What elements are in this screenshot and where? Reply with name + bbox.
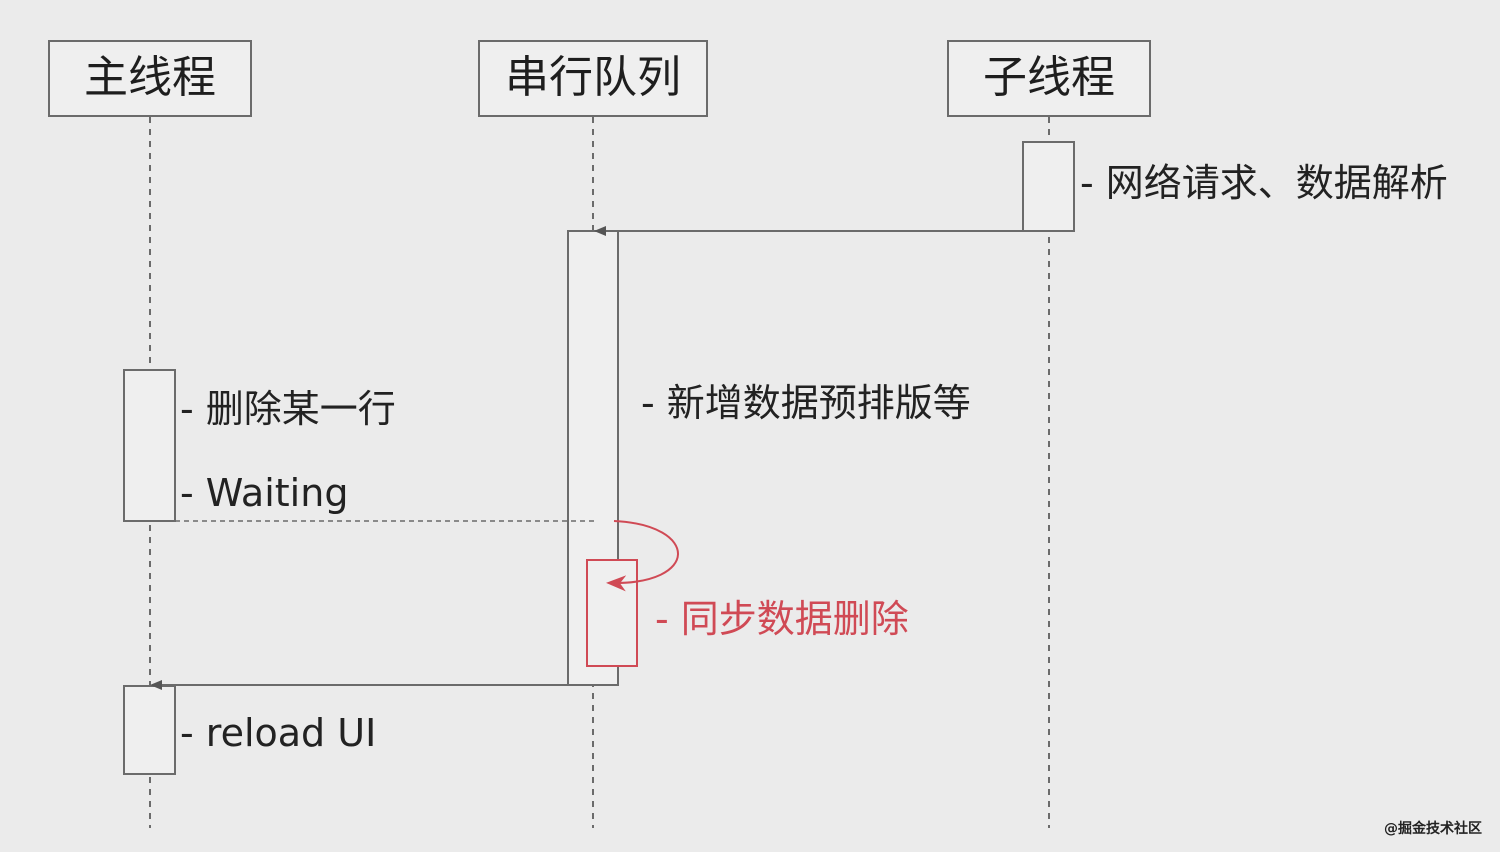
note-preprocess: - 新增数据预排版等 [641, 381, 971, 425]
note-waiting: - Waiting [180, 471, 349, 515]
participant-box-serial [478, 40, 708, 117]
watermark: @掘金技术社区 [1384, 821, 1482, 837]
note-network: - 网络请求、数据解析 [1080, 161, 1448, 205]
sync-self-call-arrow [606, 520, 679, 592]
participant-box-main [48, 40, 252, 117]
participant-label-serial: 串行队列 [505, 52, 681, 103]
participant-box-sub [947, 40, 1151, 117]
note-sync-delete: - 同步数据删除 [655, 597, 909, 641]
activation-sync-delete [586, 559, 638, 667]
participant-label-sub: 子线程 [983, 52, 1115, 103]
participant-label-main: 主线程 [84, 52, 216, 103]
note-delete-row: - 删除某一行 [180, 387, 396, 431]
note-reload: - reload UI [180, 711, 377, 755]
activation-main-reload [123, 685, 176, 775]
activation-main-delete [123, 369, 176, 522]
activation-sub [1022, 141, 1075, 232]
